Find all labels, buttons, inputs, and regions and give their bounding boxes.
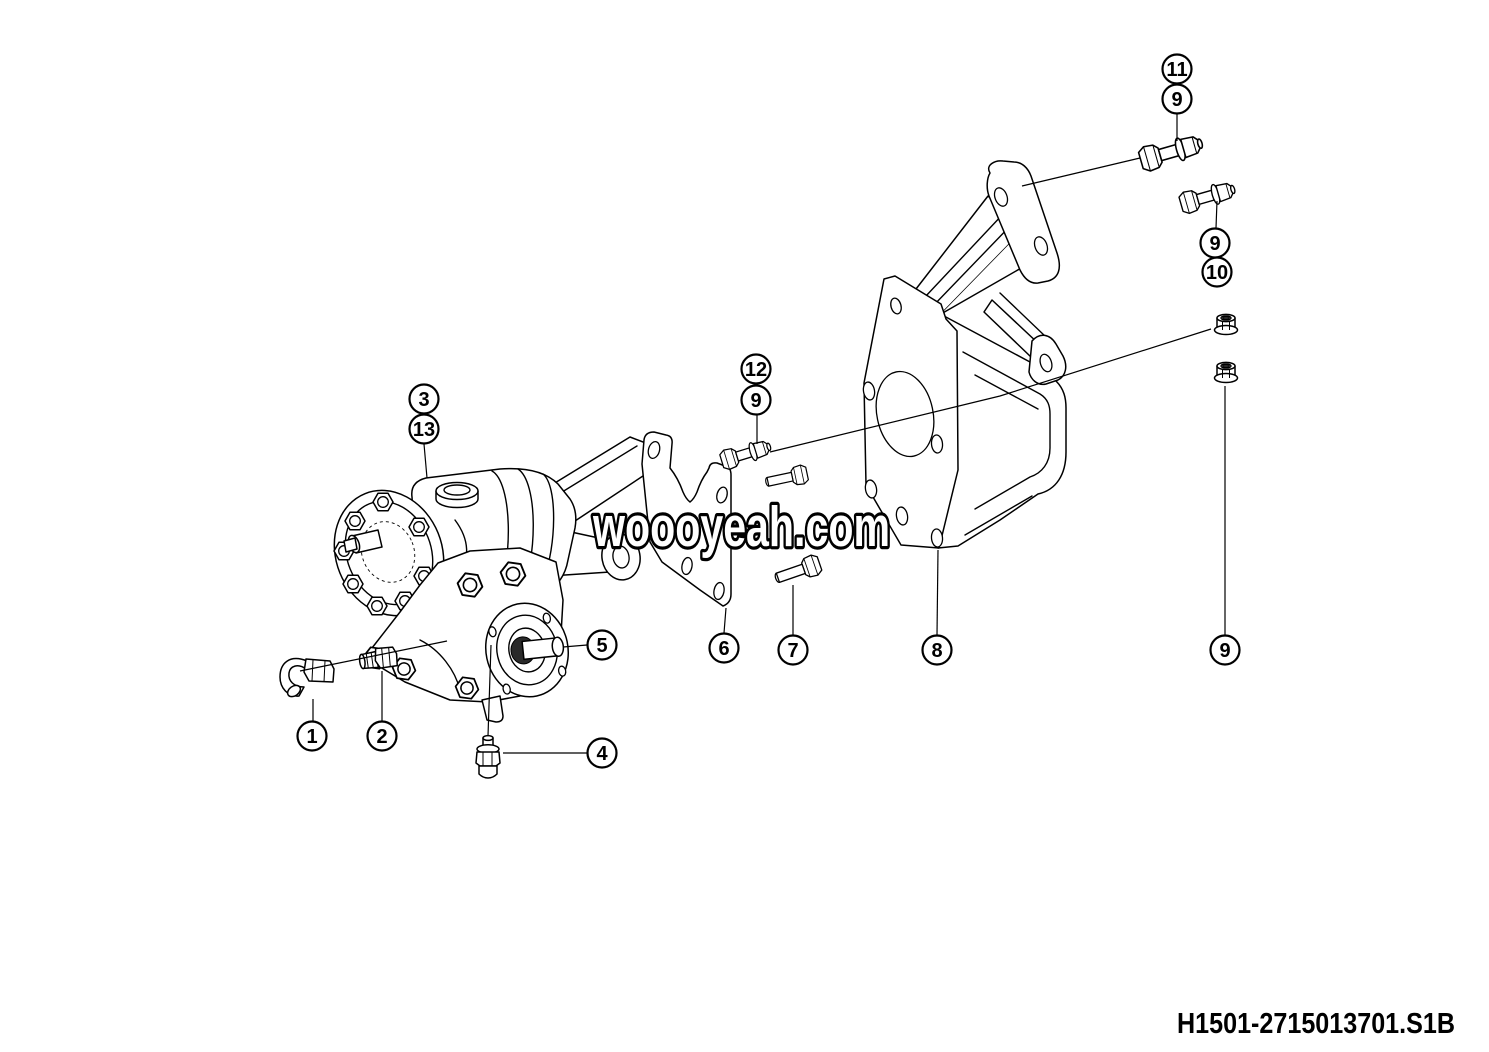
drawing-number: H1501-2715013701.S1B (1177, 1008, 1455, 1040)
elbow-fitting (279, 657, 335, 698)
callout-number: 4 (596, 743, 608, 765)
callout-8: 8 (921, 634, 953, 666)
callout-11: 11 (1161, 53, 1193, 85)
callout-number: 9 (1219, 640, 1230, 662)
callout-2: 2 (366, 720, 398, 752)
callout-3: 3 (408, 383, 440, 415)
callout-9: 9 (1199, 227, 1231, 259)
bolt-11-9 (1137, 131, 1205, 173)
callout-9: 9 (1161, 83, 1193, 115)
flange-nut-lower (1213, 361, 1239, 384)
bolt-9-10 (1178, 178, 1238, 215)
callout-number: 12 (745, 359, 767, 381)
callout-5: 5 (586, 629, 618, 661)
mounting-plate (641, 431, 732, 607)
mounting-bracket (862, 160, 1067, 549)
callout-bubble (366, 720, 398, 752)
drain-plug (475, 734, 501, 779)
callout-number: 13 (413, 419, 435, 441)
callout-number: 11 (1166, 59, 1187, 81)
callout-9: 9 (1209, 634, 1241, 666)
callout-bubble (1161, 83, 1193, 115)
callout-number: 9 (1209, 233, 1220, 255)
callout-number: 5 (596, 635, 607, 657)
callout-number: 10 (1206, 262, 1228, 284)
callout-1: 1 (296, 720, 328, 752)
callout-bubble (1201, 256, 1233, 288)
callout-number: 1 (306, 726, 317, 748)
callout-number: 3 (418, 389, 429, 411)
callout-bubble (296, 720, 328, 752)
callout-number: 6 (718, 638, 729, 660)
callout-number: 9 (750, 390, 761, 412)
callout-4: 4 (586, 737, 618, 769)
callout-bubble (740, 384, 772, 416)
flange-nut-upper (1213, 313, 1239, 336)
callout-6: 6 (708, 632, 740, 664)
bolt-loose (763, 463, 810, 493)
callout-9: 9 (740, 384, 772, 416)
callout-7: 7 (777, 634, 809, 666)
watermark-text: woooyeah.com (592, 495, 890, 559)
bolt-12-9 (719, 437, 773, 471)
callout-number: 9 (1171, 89, 1182, 111)
callout-bubble (586, 629, 618, 661)
callout-13: 13 (408, 413, 440, 445)
pump-assembly (333, 436, 656, 723)
callout-bubble (740, 353, 772, 385)
callout-bubble (708, 632, 740, 664)
callout-number: 8 (931, 640, 942, 662)
callout-10: 10 (1201, 256, 1233, 288)
callout-number: 7 (787, 640, 798, 662)
callout-bubble (408, 413, 440, 445)
callout-12: 12 (740, 353, 772, 385)
callout-bubble (1209, 634, 1241, 666)
callout-bubble (586, 737, 618, 769)
callout-bubble (921, 634, 953, 666)
leader-lines (299, 113, 1226, 754)
callout-number: 2 (376, 726, 387, 748)
callout-bubble (777, 634, 809, 666)
